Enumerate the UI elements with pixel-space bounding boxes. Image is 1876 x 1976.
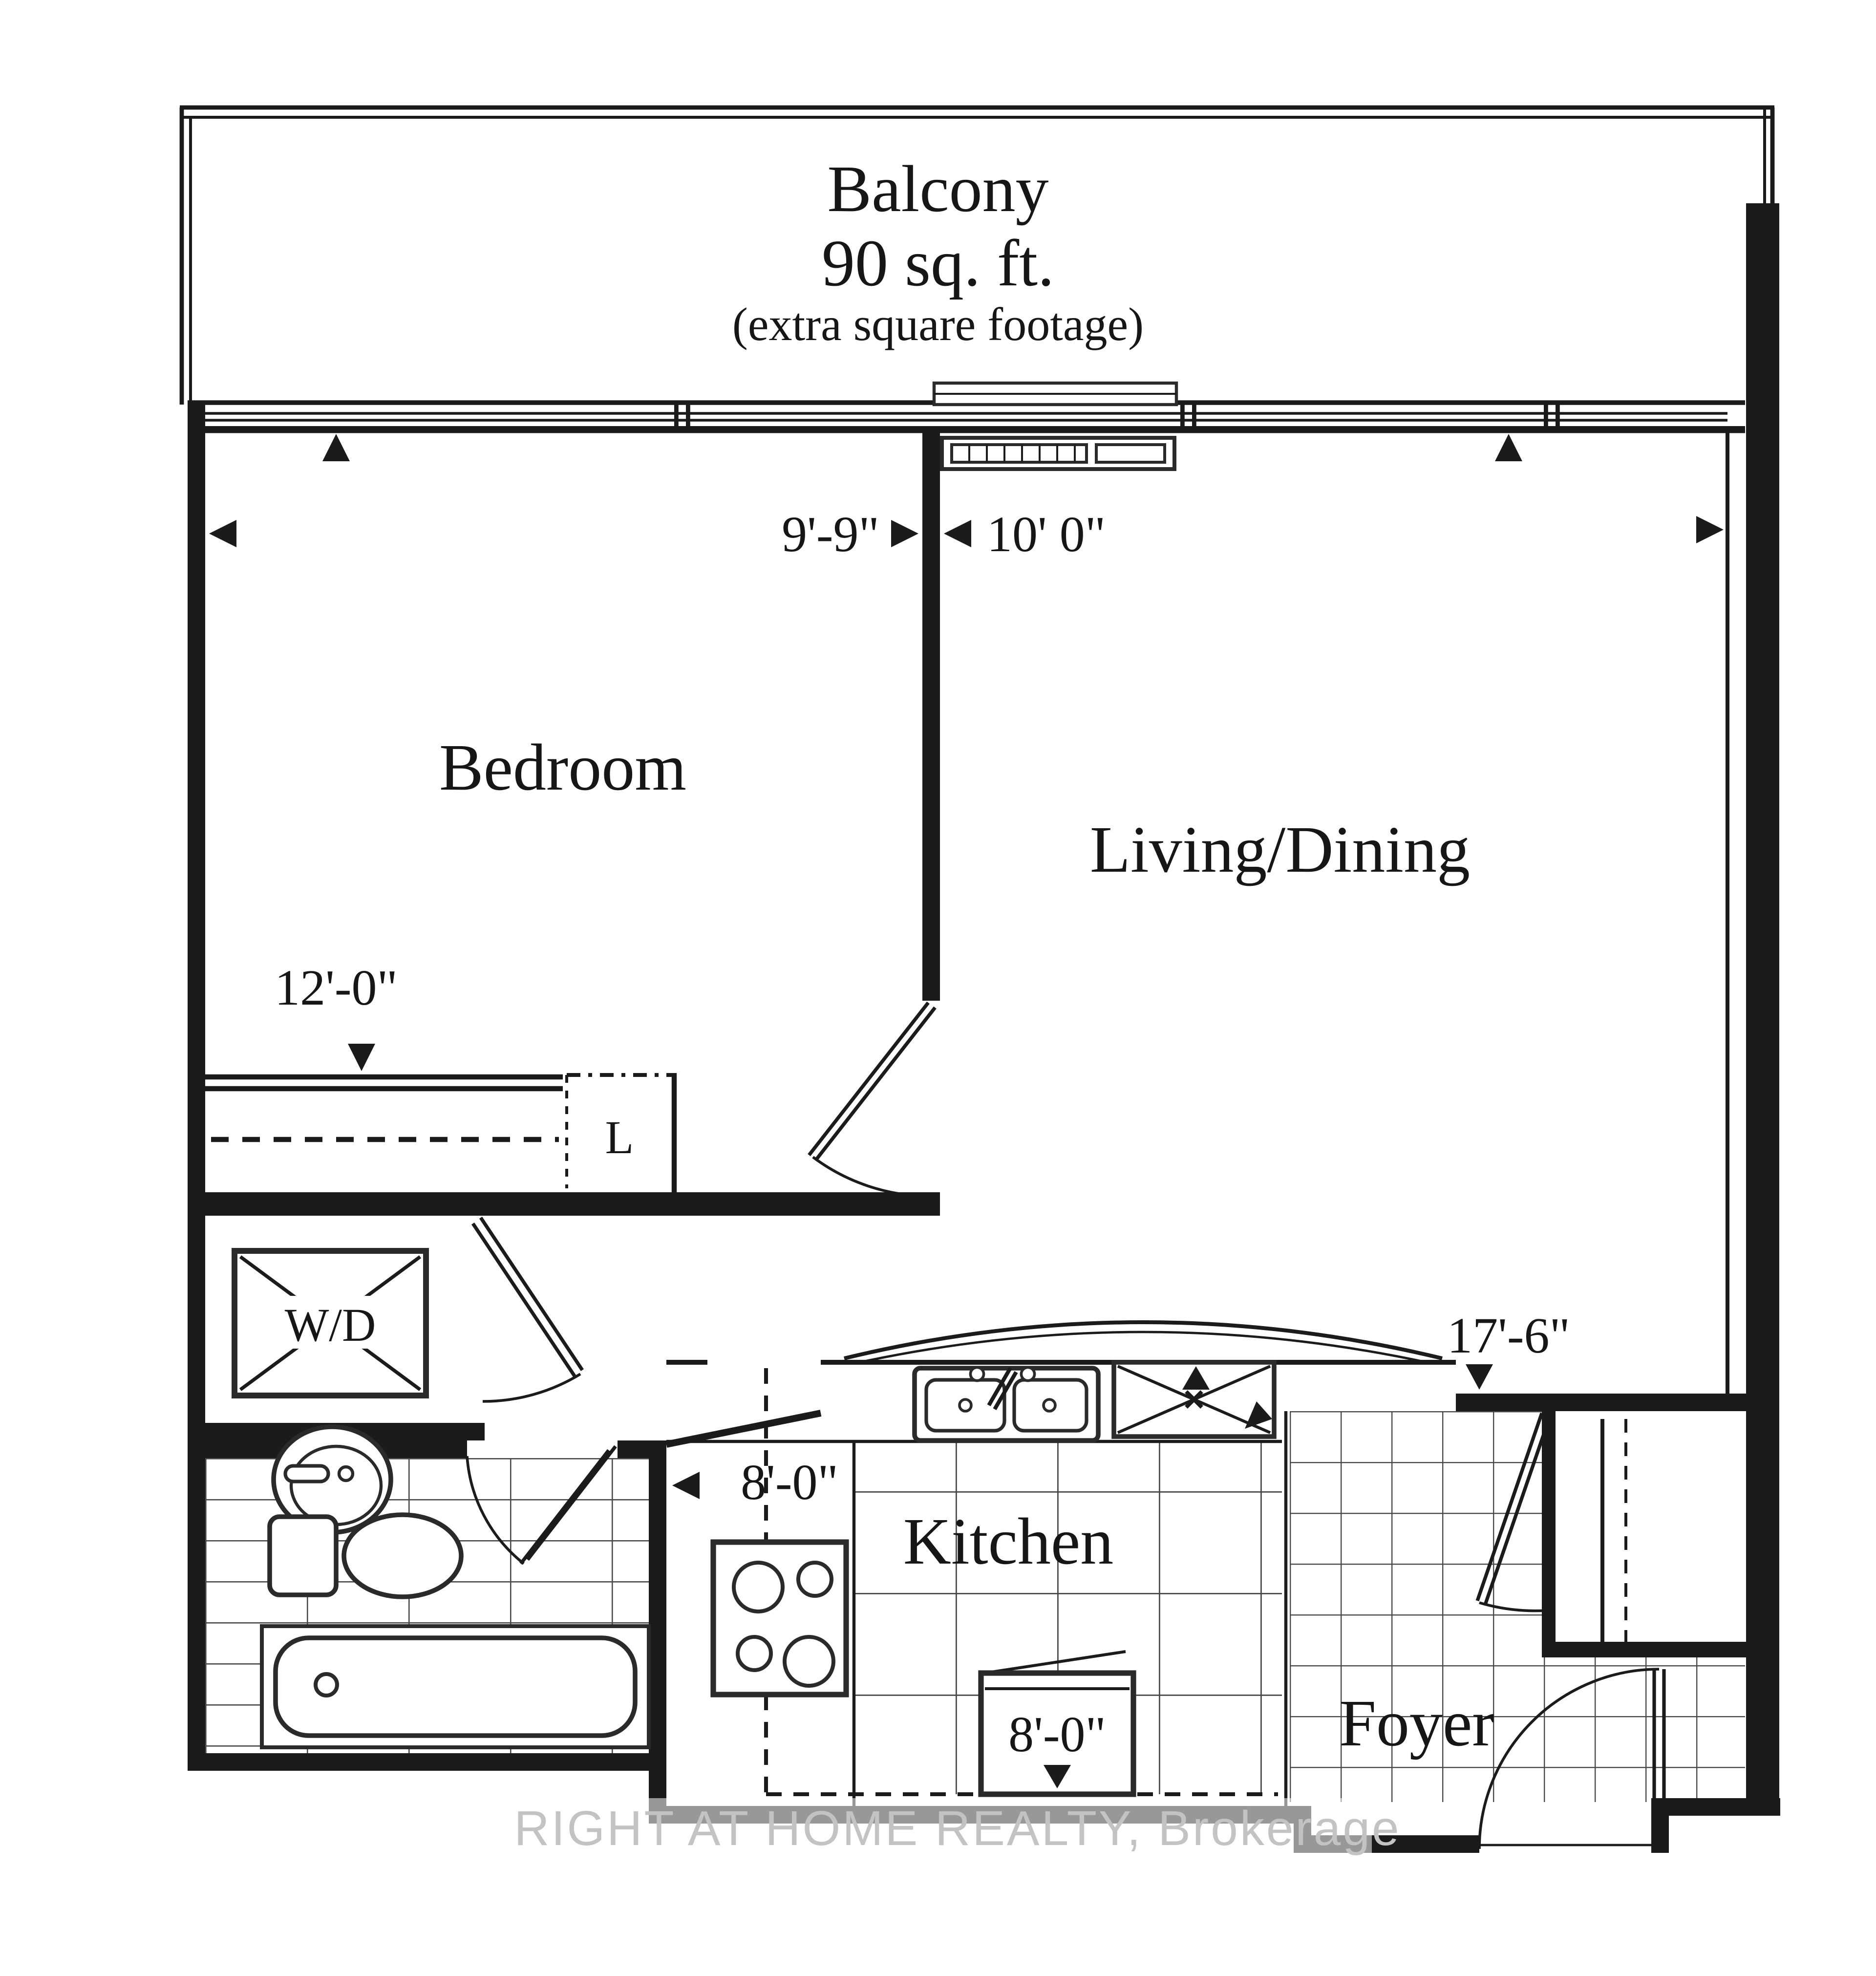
bedroom-closet-back-wall: [205, 1192, 940, 1216]
window-mullion: [1180, 401, 1185, 432]
bathroom-bottom-wall: [188, 1753, 666, 1771]
kitchen-sink-icon: [912, 1366, 1101, 1443]
kitchen-arch-inner: [859, 1331, 1427, 1364]
foyer-closet-door: [1475, 1412, 1552, 1612]
balcony-area: 90 sq. ft.: [822, 227, 1054, 300]
toilet-icon: [267, 1512, 464, 1599]
arrow-down-icon: [348, 1044, 375, 1071]
heater-unit: [940, 436, 1176, 471]
arrow-left-icon: [944, 520, 971, 547]
window-mullion: [1544, 401, 1548, 432]
arrow-down-icon: [1466, 1364, 1493, 1390]
wall-divider: [922, 428, 940, 1001]
linen-closet-label: L: [605, 1111, 634, 1163]
bathroom-sink-icon: [271, 1424, 393, 1535]
dimension-arrows: [209, 434, 1724, 1499]
living-bottom-wall: [1456, 1394, 1746, 1411]
dim-living-width: 10' 0": [987, 506, 1106, 562]
dishwasher-icon: [1111, 1360, 1277, 1439]
arrow-down-icon: [1044, 1765, 1071, 1788]
window-mullion: [1192, 401, 1196, 432]
kitchen: 8'-0": [649, 1320, 1456, 1824]
balcony-sliding-door: [932, 381, 1178, 407]
upper-cabinet-dashed-line: [764, 1368, 1278, 1796]
balcony-note: (extra square footage): [732, 298, 1144, 350]
bathroom: [188, 1424, 666, 1824]
dim-kitchen-width: 8'-0": [741, 1454, 838, 1510]
wd-appliance-icon: W/D: [232, 1248, 429, 1398]
window-mullion: [674, 401, 679, 432]
bathroom-door: [466, 1445, 617, 1565]
foyer-closet: [1475, 1411, 1746, 1657]
room-label-bedroom: Bedroom: [439, 731, 686, 804]
arrow-right-icon: [1696, 516, 1724, 543]
wall-left: [188, 403, 205, 1771]
room-label-foyer: Foyer: [1339, 1687, 1494, 1760]
window-mullion: [686, 401, 690, 432]
room-label-living: Living/Dining: [1090, 813, 1470, 886]
balcony-title: Balcony: [827, 152, 1048, 226]
dim-bedroom-width: 9'-9": [782, 506, 879, 562]
wall-right: [1746, 203, 1779, 1816]
entry-door: [1478, 1668, 1666, 1849]
wd-closet-door: [471, 1217, 584, 1403]
balcony-railing: [179, 105, 1775, 405]
fridge-box: 8'-0": [978, 1650, 1136, 1797]
linen-closet: L: [565, 1073, 677, 1192]
arrow-up-icon: [1495, 434, 1522, 461]
arrow-left-icon: [209, 520, 236, 547]
bedroom-closet: [205, 1074, 940, 1216]
dim-bedroom-depth: 12'-0": [275, 960, 398, 1016]
kitchen-arch: [844, 1320, 1443, 1360]
arrow-up-icon: [322, 434, 350, 461]
wd-closet: W/D: [188, 1217, 584, 1440]
watermark: RIGHT AT HOME REALTY, Brokerage: [514, 1798, 1401, 1863]
stove-icon: [710, 1539, 849, 1697]
watermark-text: RIGHT AT HOME REALTY, Brokerage: [514, 1801, 1401, 1856]
arrow-left-icon: [672, 1472, 700, 1499]
wd-label: W/D: [285, 1299, 376, 1351]
arrow-right-icon: [891, 520, 918, 547]
bedroom-door: [808, 1001, 937, 1198]
dim-living-depth: 17'-6": [1447, 1308, 1570, 1364]
bathtub-icon: [260, 1624, 651, 1749]
room-label-kitchen: Kitchen: [903, 1505, 1114, 1578]
dim-kitchen-depth: 8'-0": [1008, 1706, 1106, 1762]
exterior-walls: [188, 203, 1779, 1816]
window-mullion: [1556, 401, 1560, 432]
